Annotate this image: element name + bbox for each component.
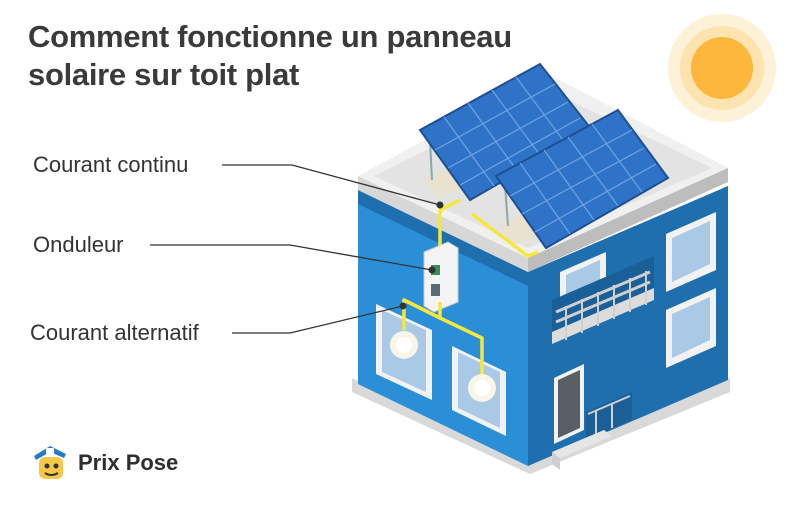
label-courant-alternatif: Courant alternatif	[30, 320, 199, 345]
solar-panel-2	[494, 108, 670, 250]
label-onduleur: Onduleur	[33, 232, 124, 257]
ac-marker	[399, 302, 407, 310]
side-window-bottom	[666, 288, 716, 368]
front-window-left	[376, 304, 432, 400]
label-courant-continu: Courant continu	[33, 152, 189, 177]
dc-marker	[436, 201, 444, 209]
brand-logo: Prix Pose	[30, 442, 178, 482]
inverter-box	[423, 241, 459, 313]
sun-icon	[668, 14, 776, 122]
mascot-icon	[34, 446, 66, 479]
entrance-door	[552, 364, 632, 470]
solar-panel-1	[418, 62, 594, 202]
page-title: Comment fonctionne un panneau solaire su…	[28, 18, 512, 94]
brand-name: Prix Pose	[78, 450, 179, 475]
side-window-top	[666, 212, 716, 292]
balcony	[552, 256, 654, 344]
title-line-2: solaire sur toit plat	[28, 57, 300, 92]
title-line-1: Comment fonctionne un panneau	[28, 19, 512, 54]
callout-lines	[150, 164, 441, 334]
inverter-marker	[428, 266, 436, 274]
front-window-right	[452, 346, 506, 436]
wiring	[402, 198, 539, 374]
